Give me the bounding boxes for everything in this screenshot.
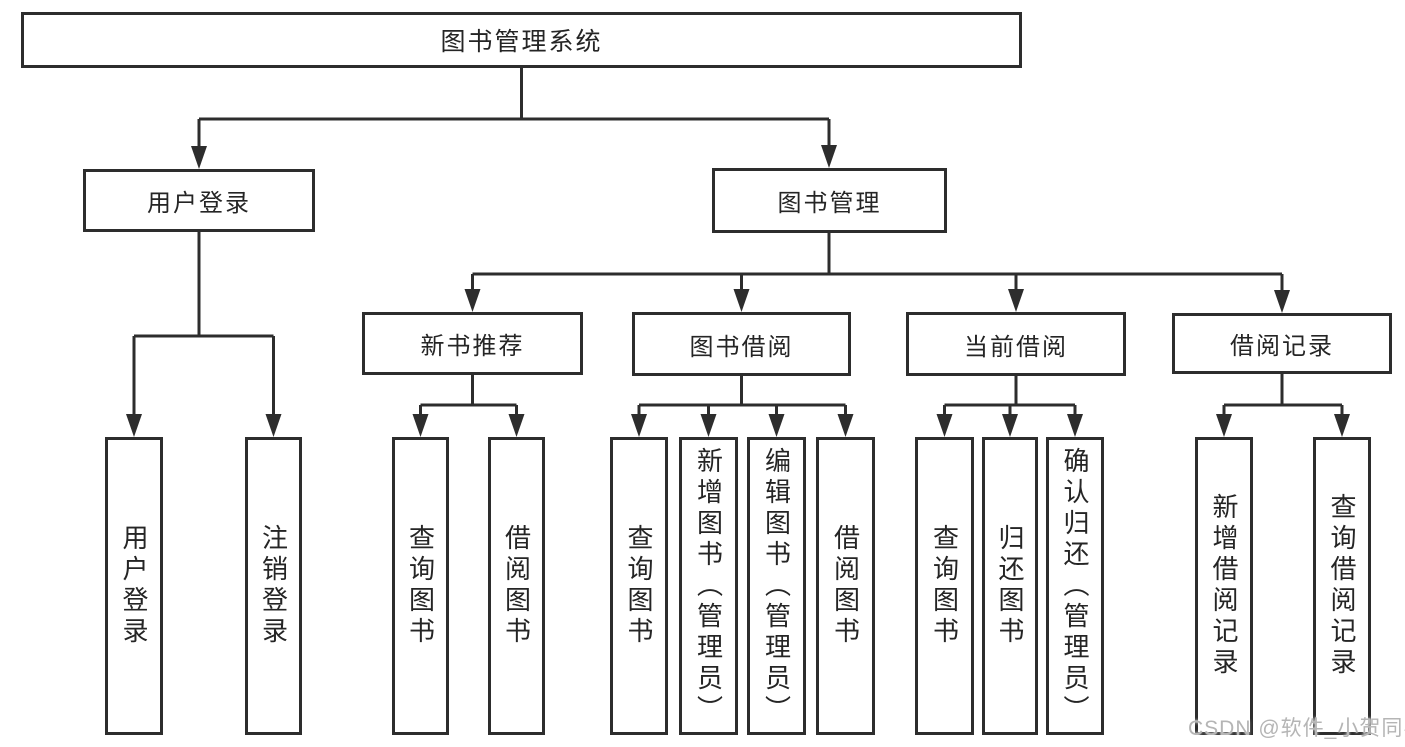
leaf-user-login-label: 用户登录 — [119, 524, 149, 648]
leaf-current-return-books-label: 归还图书 — [995, 524, 1025, 648]
node-book-management: 图书管理 — [712, 168, 947, 233]
node-library-management-system-label: 图书管理系统 — [440, 28, 603, 56]
leaf-borrow-borrow-books: 借阅图书 — [816, 437, 875, 735]
leaf-current-query-books: 查询图书 — [915, 437, 974, 735]
node-book-borrow: 图书借阅 — [632, 312, 851, 376]
leaf-borrow-add-book-admin: 新增图书（管理员） — [679, 437, 738, 735]
leaf-newrec-borrow-books: 借阅图书 — [488, 437, 545, 735]
connector-root-to-level2 — [197, 68, 831, 162]
leaf-borrow-add-book-admin-label: 新增图书（管理员） — [693, 446, 724, 726]
connector-new-book-recommend-to-leaves — [419, 375, 518, 430]
node-book-management-label: 图书管理 — [777, 190, 882, 217]
node-borrow-records-label: 借阅记录 — [1230, 333, 1334, 360]
leaf-records-query-record-label: 查询借阅记录 — [1327, 493, 1357, 679]
leaf-records-add-record: 新增借阅记录 — [1195, 437, 1253, 735]
node-book-borrow-label: 图书借阅 — [689, 333, 794, 361]
leaf-newrec-borrow-books-label: 借阅图书 — [501, 524, 532, 648]
node-borrow-records: 借阅记录 — [1172, 313, 1392, 374]
node-library-management-system: 图书管理系统 — [21, 12, 1022, 68]
connector-book-management-to-level3 — [471, 233, 1284, 306]
leaf-current-query-books-label: 查询图书 — [929, 524, 960, 648]
node-user-login: 用户登录 — [83, 169, 315, 232]
connector-user-login-to-leaves — [132, 232, 275, 430]
leaf-borrow-edit-book-admin: 编辑图书（管理员） — [747, 437, 806, 735]
leaf-newrec-query-books: 查询图书 — [392, 437, 449, 735]
leaf-logout: 注销登录 — [245, 437, 302, 735]
leaf-records-query-record: 查询借阅记录 — [1313, 437, 1371, 735]
csdn-watermark: CSDN @软件_小贺同学 — [1188, 717, 1405, 740]
leaf-current-return-books: 归还图书 — [982, 437, 1038, 735]
leaf-current-confirm-return-admin: 确认归还（管理员） — [1046, 437, 1104, 735]
connector-book-borrow-to-leaves — [637, 376, 847, 430]
leaf-current-confirm-return-admin-label: 确认归还（管理员） — [1060, 446, 1090, 726]
connector-borrow-records-to-leaves — [1222, 374, 1344, 430]
node-current-borrow: 当前借阅 — [906, 312, 1126, 376]
leaf-logout-label: 注销登录 — [258, 524, 289, 648]
node-current-borrow-label: 当前借阅 — [964, 333, 1068, 361]
leaf-borrow-query-books-label: 查询图书 — [624, 524, 654, 648]
leaf-records-add-record-label: 新增借阅记录 — [1209, 493, 1239, 679]
leaf-borrow-borrow-books-label: 借阅图书 — [830, 524, 861, 648]
node-new-book-recommend-label: 新书推荐 — [420, 333, 525, 360]
leaf-newrec-query-books-label: 查询图书 — [405, 524, 436, 648]
node-user-login-label: 用户登录 — [147, 190, 251, 217]
leaf-borrow-edit-book-admin-label: 编辑图书（管理员） — [761, 446, 792, 726]
leaf-user-login: 用户登录 — [105, 437, 163, 735]
node-new-book-recommend: 新书推荐 — [362, 312, 583, 375]
arrowheads — [126, 145, 1350, 437]
leaf-borrow-query-books: 查询图书 — [610, 437, 668, 735]
